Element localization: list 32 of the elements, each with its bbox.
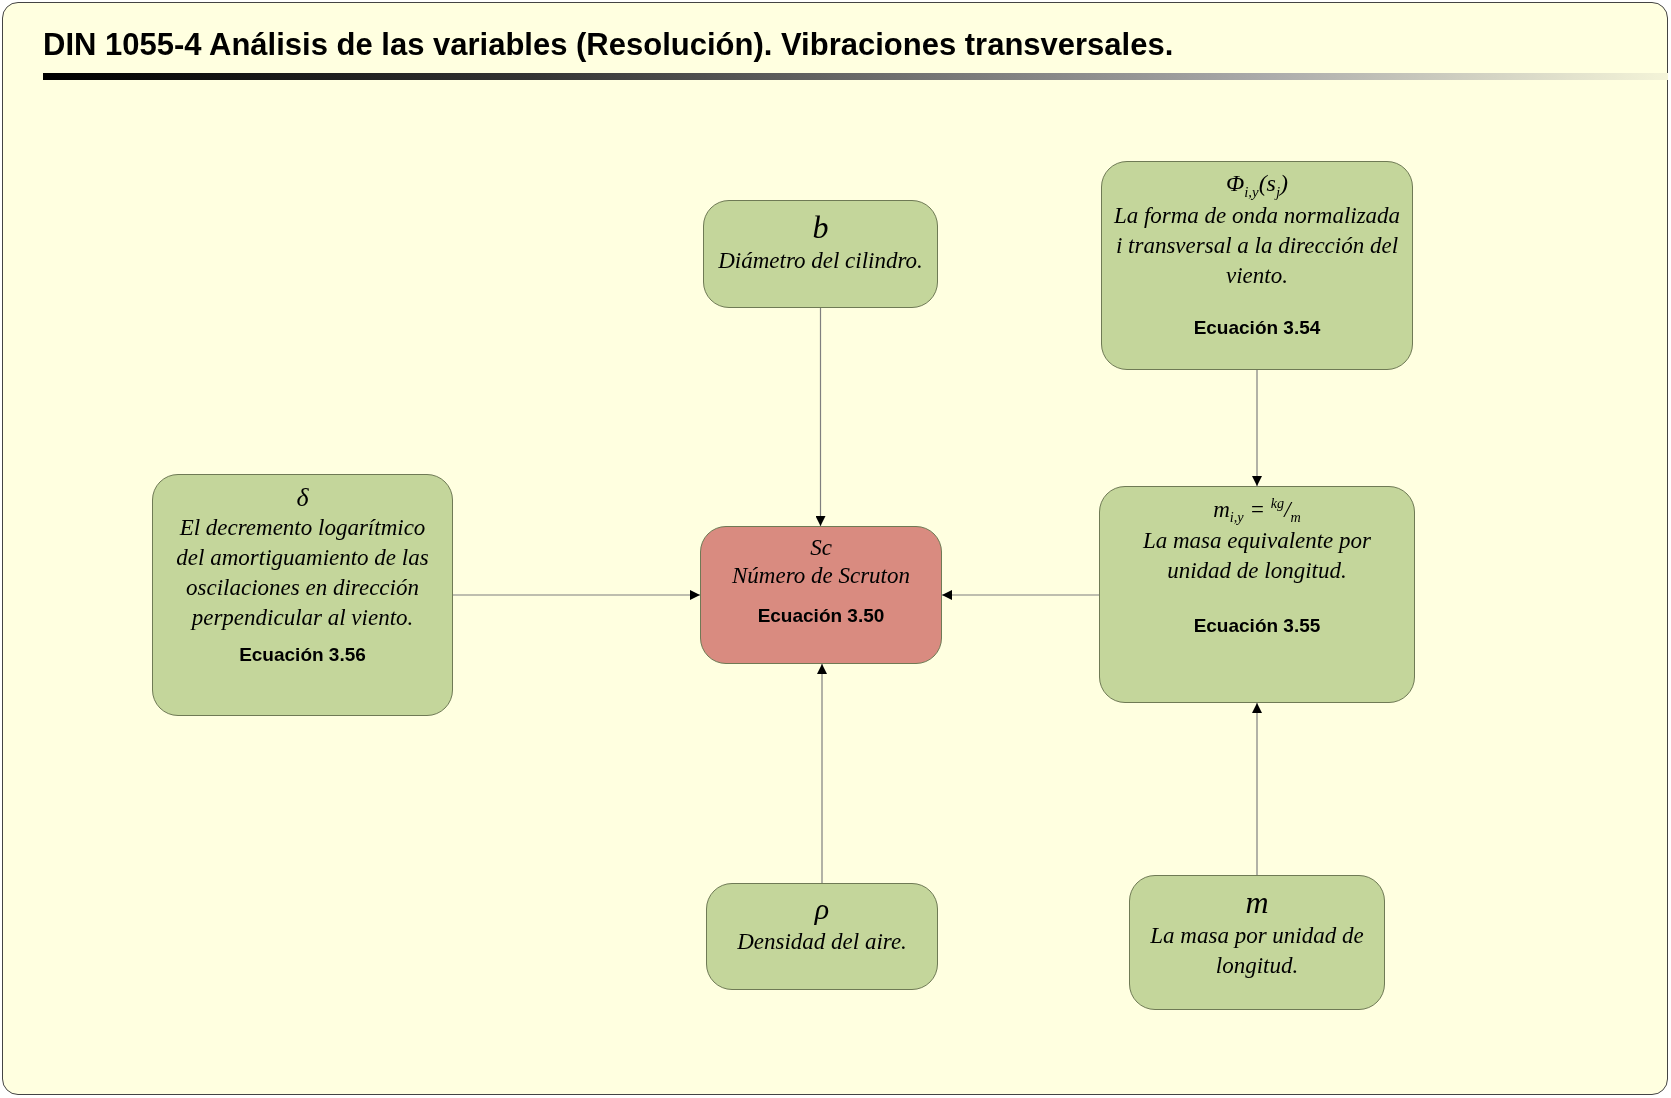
variable-box	[700, 526, 942, 664]
variable-box	[1129, 875, 1385, 1010]
symbol: δ	[296, 483, 309, 513]
variable-box	[706, 883, 938, 990]
symbol: m	[1245, 884, 1269, 921]
equation-reference: Ecuación 3.54	[1193, 316, 1321, 339]
arrow	[817, 663, 827, 884]
arrow	[941, 590, 1100, 600]
symbol: b	[812, 209, 829, 246]
description: Número de Scruton	[732, 562, 910, 591]
arrow	[815, 307, 826, 527]
description: La masa equivalente por unidad de longitud.	[1141, 526, 1373, 585]
symbol: Sc	[810, 535, 832, 562]
description: Densidad del aire.	[737, 927, 907, 956]
arrow	[1252, 369, 1262, 487]
variable-box	[703, 200, 938, 308]
description: Diámetro del cilindro.	[718, 246, 923, 275]
variable-box	[1099, 486, 1415, 703]
description: La masa por unidad de longitud.	[1149, 921, 1365, 980]
title: DIN 1055-4 Análisis de las variables (Resolución). Vibraciones transversales.	[43, 27, 1174, 63]
equation-reference: Ecuación 3.55	[1193, 615, 1321, 638]
symbol: ρ	[814, 892, 830, 927]
arrow	[452, 590, 701, 600]
arrow	[1252, 702, 1262, 876]
variable-box	[1101, 161, 1413, 370]
equation-reference: Ecuación 3.50	[757, 605, 885, 628]
description: La forma de onda normalizada i transversal a la dirección del viento.	[1112, 201, 1402, 290]
symbol: Φ$_{i,y}$(s$_{j}$)	[1225, 170, 1289, 201]
equation-reference: Ecuación 3.56	[239, 644, 366, 667]
description: El decremento logarítmico del amortiguamiento de las oscilaciones en dirección perpendicular al viento.	[175, 513, 430, 632]
variable-box	[152, 474, 453, 716]
symbol: m$_{i,y}$ = $^{kg}$/$_{m}$	[1213, 495, 1301, 526]
